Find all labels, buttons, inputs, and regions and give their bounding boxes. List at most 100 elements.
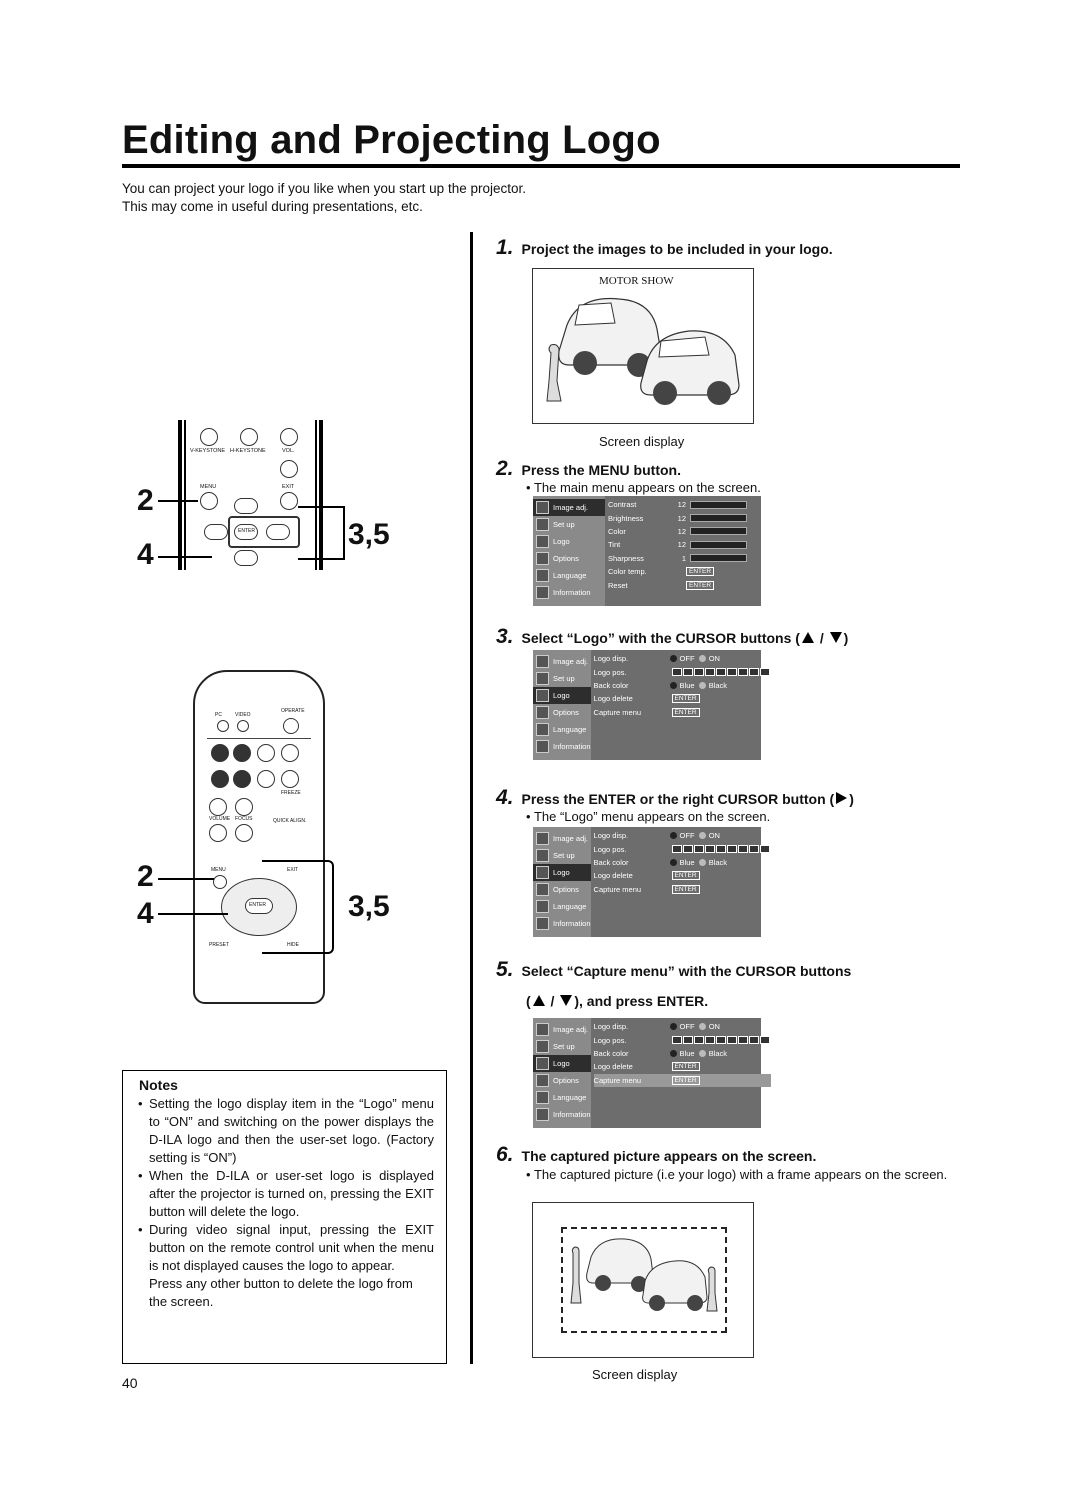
step-number: 3. <box>496 625 514 648</box>
callout-35-bottom: 3,5 <box>348 890 390 923</box>
remote-control-illustration: PC VIDEO OPERATE FREEZE VOLUME FOCUS QUI… <box>193 670 325 1004</box>
cursor-up-icon <box>532 995 545 1006</box>
screen-display-motor-show: MOTOR SHOW <box>532 268 754 424</box>
menu-item-information: Information <box>533 584 605 601</box>
step-text: Select “Capture menu” with the CURSOR bu… <box>521 963 852 979</box>
step-text: Press the MENU button. <box>521 462 681 478</box>
step-text: The captured picture appears on the scre… <box>521 1148 817 1164</box>
step-1: 1. Project the images to be included in … <box>496 236 833 260</box>
pc-label: PC <box>215 712 222 718</box>
menu-item-options: Options <box>533 1072 591 1089</box>
cars-illustration <box>546 297 740 405</box>
step-6-bullet: • The captured picture (i.e your logo) w… <box>526 1167 948 1182</box>
note-extra: Press any other button to delete the log… <box>149 1276 413 1309</box>
callout-2-top: 2 <box>137 484 154 517</box>
menu-item-language: Language <box>533 721 591 738</box>
step-2-bullet: • The main menu appears on the screen. <box>526 480 761 495</box>
step-text: Press the ENTER or the right CURSOR butt… <box>521 791 835 807</box>
menu-button[interactable] <box>200 492 218 510</box>
menu-item-language: Language <box>533 567 605 584</box>
menu-item-information: Information <box>533 738 591 755</box>
page-title: Editing and Projecting Logo <box>122 118 661 162</box>
step-4: 4. Press the ENTER or the right CURSOR b… <box>496 786 854 809</box>
logo-frame <box>561 1227 727 1333</box>
step-text: Select “Logo” with the CURSOR buttons ( <box>521 630 800 646</box>
column-divider <box>470 232 473 1364</box>
menu-item-image-adj: Image adj. <box>533 653 591 670</box>
callout-4-top: 4 <box>137 538 154 571</box>
quick-align-label: QUICK ALIGN. <box>273 818 307 824</box>
h-keystone-label: H-KEYSTONE <box>230 448 266 454</box>
note-item: When the D-ILA or user-set logo is displ… <box>138 1167 434 1221</box>
menu-item-information: Information <box>533 1106 591 1123</box>
intro-line-1: You can project your logo if you like wh… <box>122 181 526 196</box>
freeze-label: FREEZE <box>281 790 301 796</box>
menu-item-logo: Logo <box>533 533 605 550</box>
step-text: Project the images to be included in you… <box>521 241 833 257</box>
menu-item-set-up: Set up <box>533 847 591 864</box>
menu-item-image-adj: Image adj. <box>533 830 591 847</box>
menu-item-image-adj: Image adj. <box>533 1021 591 1038</box>
menu-label-bottom: MENU <box>211 867 226 873</box>
captured-cars-illustration <box>570 1238 718 1312</box>
callout-2-bottom: 2 <box>137 860 154 893</box>
step-3: 3. Select “Logo” with the CURSOR buttons… <box>496 625 849 648</box>
screen-display-caption-2: Screen display <box>592 1367 678 1382</box>
remote-top-illustration: V-KEYSTONE H-KEYSTONE VOL. MENU EXIT ENT… <box>178 420 323 570</box>
notes-box: Notes Setting the logo display item in t… <box>122 1070 447 1364</box>
step-number: 2. <box>496 457 514 480</box>
cursor-down-button[interactable] <box>234 550 258 566</box>
menu-button-bottom[interactable] <box>213 875 227 889</box>
menu-item-logo: Logo <box>533 1055 591 1072</box>
step-5-line-2: ( / ), and press ENTER. <box>526 993 709 1009</box>
note-item: Setting the logo display item in the “Lo… <box>138 1095 434 1167</box>
motor-show-text: MOTOR SHOW <box>599 275 674 287</box>
step-6: 6. The captured picture appears on the s… <box>496 1143 816 1167</box>
screen-display-caption-1: Screen display <box>599 434 685 449</box>
logo-pos-row: Logo pos. <box>594 842 771 855</box>
logo-menu-screen-step3: Image adj. Set up Logo Options Language … <box>533 650 770 760</box>
video-label: VIDEO <box>235 712 251 718</box>
note-item: During video signal input, pressing the … <box>138 1221 434 1275</box>
logo-menu-screen-step4: Image adj. Set up Logo Options Language … <box>533 827 770 937</box>
step-2: 2. Press the MENU button. <box>496 457 681 481</box>
menu-item-set-up: Set up <box>533 516 605 533</box>
cursor-up-icon <box>801 632 814 643</box>
screen-display-captured-logo <box>532 1202 754 1358</box>
menu-item-set-up: Set up <box>533 1038 591 1055</box>
cursor-up-button[interactable] <box>234 498 258 514</box>
operate-label: OPERATE <box>281 708 305 714</box>
menu-label: MENU <box>200 484 217 490</box>
volume-label: VOLUME <box>209 816 231 822</box>
logo-pos-row: Logo pos. <box>594 1033 771 1046</box>
cursor-left-button[interactable] <box>204 524 228 540</box>
main-menu-screen: Image adj. Set up Logo Options Language … <box>533 496 761 606</box>
menu-item-image-adj: Image adj. <box>533 499 605 516</box>
step-5: 5. Select “Capture menu” with the CURSOR… <box>496 958 851 982</box>
enter-button-bottom[interactable]: ENTER <box>245 898 273 914</box>
step-number: 5. <box>496 958 514 981</box>
step-number: 6. <box>496 1143 514 1166</box>
notes-list: Setting the logo display item in the “Lo… <box>123 1095 446 1275</box>
menu-item-information: Information <box>533 915 591 932</box>
v-keystone-label: V-KEYSTONE <box>190 448 226 454</box>
notes-heading: Notes <box>139 1077 178 1093</box>
cursor-right-button[interactable] <box>266 524 290 540</box>
enter-button[interactable]: ENTER <box>234 524 258 540</box>
logo-disp-row: Logo disp.OFF ON <box>593 831 720 841</box>
page-number: 40 <box>122 1375 138 1391</box>
cursor-right-icon <box>836 792 848 804</box>
menu-item-set-up: Set up <box>533 670 591 687</box>
